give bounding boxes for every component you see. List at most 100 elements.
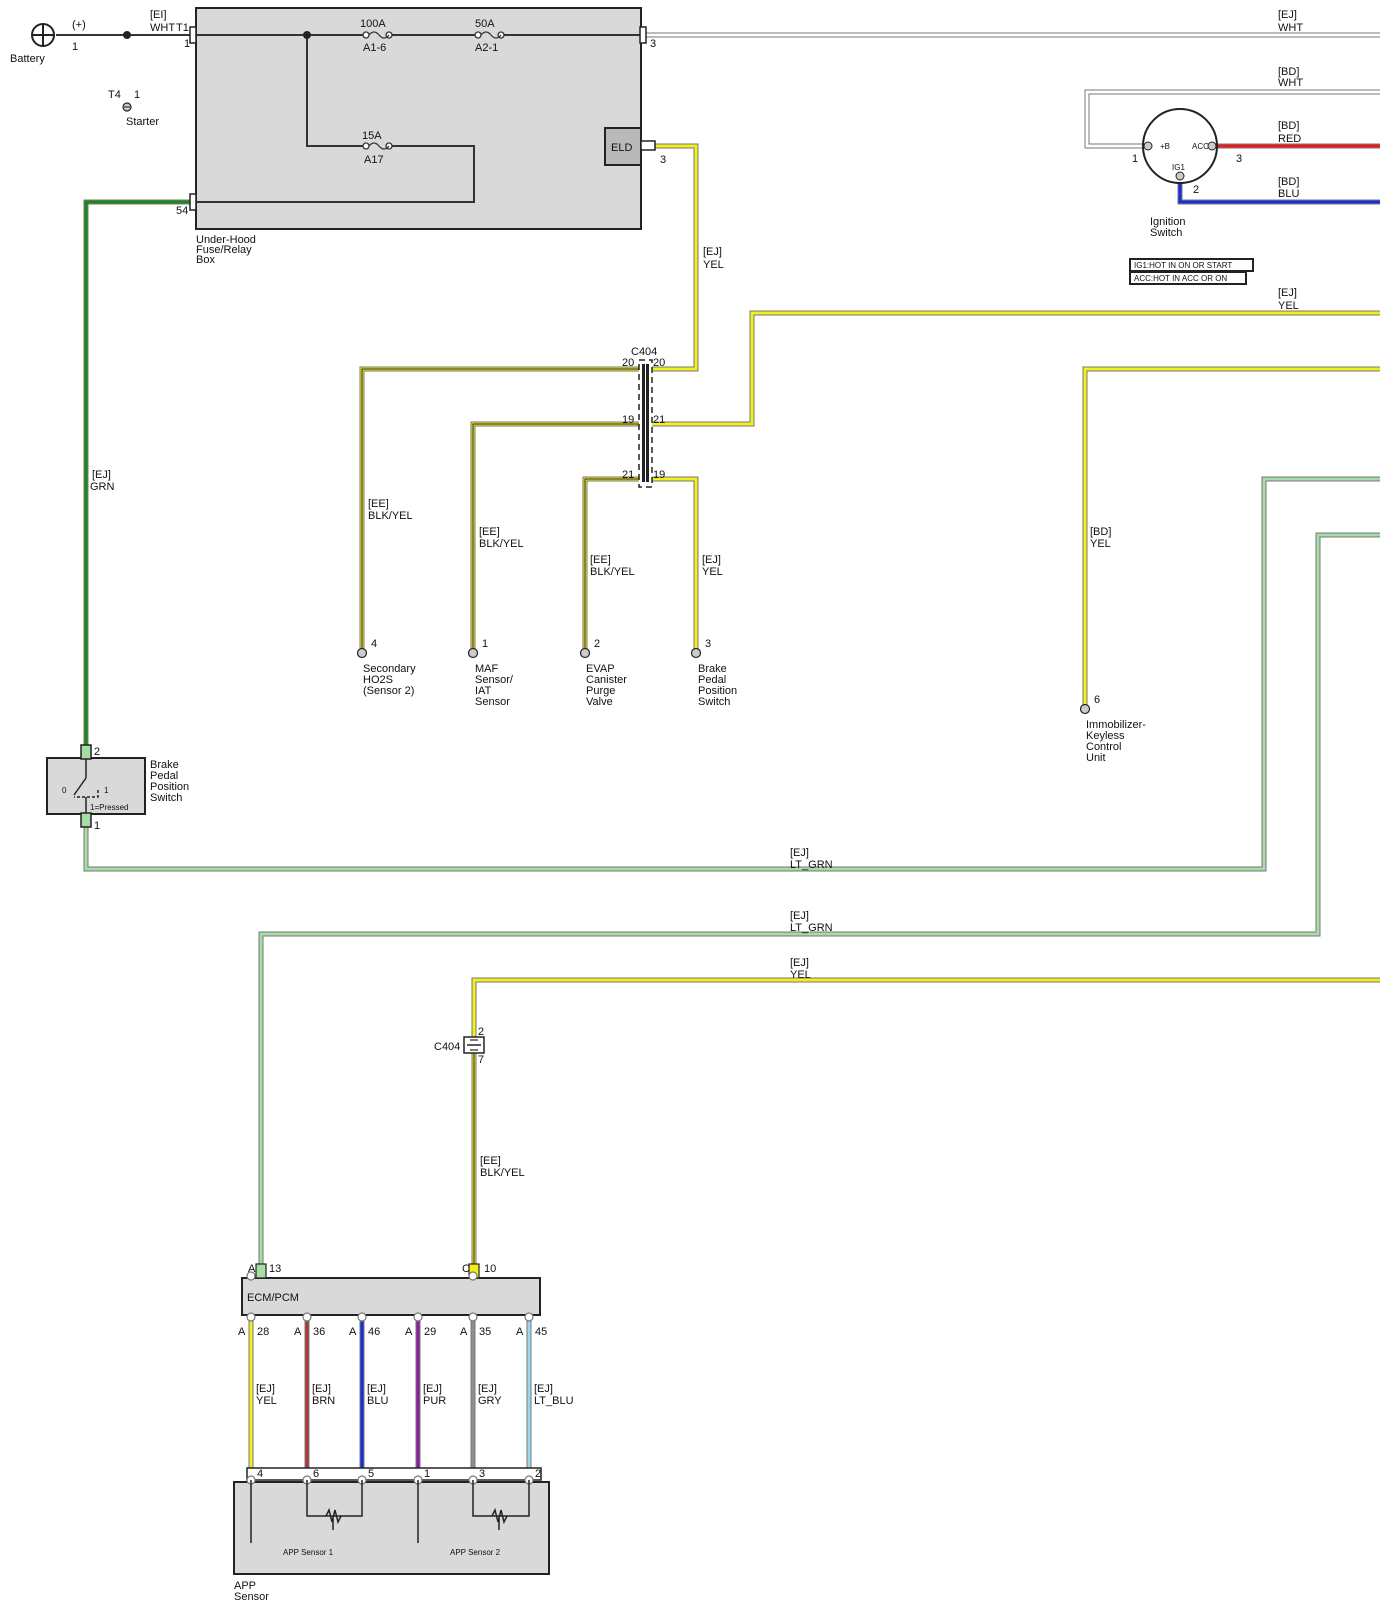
eld-label: ELD (611, 142, 632, 154)
maf-label-3: IAT (475, 685, 492, 697)
top-wht-code: [EJ] (1278, 9, 1297, 21)
app-connector-strip (246, 1467, 542, 1481)
battery-label: Battery (10, 53, 45, 65)
wire-yel-bottom (471, 977, 1380, 1037)
fuse2-name: A2-1 (475, 42, 498, 54)
app-pin-number: 5 (368, 1468, 374, 1480)
ho2s-pin: 4 (371, 638, 377, 650)
ign-term-ig1: IG1 (1172, 163, 1185, 172)
ign-term-acc: ACC (1192, 142, 1209, 151)
app-wire-label: [EJ] (423, 1383, 442, 1395)
evap-label-1: EVAP (586, 663, 615, 675)
ecm-bottom-pin-circles (246, 1271, 534, 1322)
wire-evap (582, 476, 639, 649)
ign-title-1: Ignition (1150, 216, 1185, 228)
ho2s-label-1: Secondary (363, 663, 416, 675)
app-pin-circles (246, 1475, 534, 1485)
app-wire-label: LT_BLU (534, 1395, 574, 1407)
evap-wire-code: [EE] (590, 554, 611, 566)
wire-bpp (652, 476, 699, 649)
ho2s-wire-code: [EE] (368, 498, 389, 510)
ecm-bottom-pin: 36 (313, 1326, 325, 1338)
ho2s-wire-color: BLK/YEL (368, 510, 413, 522)
evap-label-2: Canister (586, 674, 627, 686)
brake-switch-pin-top: 2 (94, 746, 100, 758)
brake-switch-icon (73, 744, 99, 828)
ho2s-label-2: HO2S (363, 674, 393, 686)
app-pin-number: 4 (257, 1468, 263, 1480)
battery-polarity: (+) (72, 19, 86, 31)
ecm-blkyel-code: [EE] (480, 1155, 501, 1167)
wire-grn (83, 199, 190, 745)
wire-immo (1082, 366, 1380, 705)
yel-bottom-color: YEL (790, 969, 811, 981)
c404-pin-tr: 20 (653, 357, 665, 369)
top-yel-code: [EJ] (1278, 287, 1297, 299)
wire-ltgrn1 (83, 476, 1380, 872)
bpp-wire-code: [EJ] (702, 554, 721, 566)
app-sensor2-label: APP Sensor 2 (450, 1548, 501, 1557)
app-label-2: Sensor (234, 1591, 269, 1603)
starter-terminal (122, 102, 132, 112)
fuse-symbols (362, 31, 505, 150)
eld-yel-code: [EJ] (703, 246, 722, 258)
ltgrn2-code: [EJ] (790, 910, 809, 922)
splice-dot (303, 31, 311, 39)
ecm-bottom-conn: A (405, 1326, 413, 1338)
wire-ign-blu (1177, 180, 1380, 205)
app-wire-label: [EJ] (534, 1383, 553, 1395)
acc-note-box (1129, 271, 1247, 285)
c404-pin-br: 19 (653, 469, 665, 481)
ign-red-code: [BD] (1278, 120, 1299, 132)
ecm-bottom-pin: 45 (535, 1326, 547, 1338)
app-label-1: APP (234, 1580, 256, 1592)
ign-pin-3: 3 (1236, 153, 1242, 165)
maf-label-1: MAF (475, 663, 499, 675)
c404-connector (638, 359, 653, 488)
ecm-bottom-conn: A (460, 1326, 468, 1338)
evap-wire-color: BLK/YEL (590, 566, 635, 578)
immo-label-3: Control (1086, 741, 1121, 753)
app-sensor-box (233, 1481, 550, 1575)
top-yel-color: YEL (1278, 300, 1299, 312)
ecm-pcm-box (241, 1277, 541, 1316)
ign-red-color: RED (1278, 133, 1301, 145)
maf-wire-code: [EE] (479, 526, 500, 538)
app-wire-label: BLU (367, 1395, 388, 1407)
battery-icon (31, 23, 55, 47)
c404-lower-connector (463, 1036, 485, 1054)
fuse1-rating: 100A (360, 18, 386, 30)
immo-label-2: Keyless (1086, 730, 1125, 742)
fuse-out-pin: 3 (650, 38, 656, 50)
eld-block (604, 127, 642, 166)
ecm-label: ECM/PCM (247, 1292, 299, 1304)
ign-term-b: +B (1160, 142, 1170, 151)
fuse-in-wire-color: WHT (150, 22, 175, 34)
fuse3-name: A17 (364, 154, 384, 166)
fuse-box-title-1: Under-Hood (196, 234, 256, 246)
app-wire-label: [EJ] (478, 1383, 497, 1395)
ecm-top-c-conn: C (462, 1263, 470, 1275)
yel-bottom-code: [EJ] (790, 957, 809, 969)
app-sensor1-label: APP Sensor 1 (283, 1548, 334, 1557)
maf-label-2: Sensor/ (475, 674, 514, 686)
c404-name: C404 (631, 346, 657, 358)
immo-wire-color: YEL (1090, 538, 1111, 550)
brake-switch-pressed: 1=Pressed (90, 803, 128, 812)
fuse1-name: A1-6 (363, 42, 386, 54)
bpp-label-1: Brake (698, 663, 727, 675)
c404-lower-pin-top: 2 (478, 1026, 484, 1038)
app-internal-circuit (250, 1480, 530, 1543)
eld-pin: 3 (660, 154, 666, 166)
brake-switch-box (46, 757, 146, 815)
ecm-bottom-conn: A (294, 1326, 302, 1338)
ecm-bottom-conn: A (516, 1326, 524, 1338)
bpp-pin: 3 (705, 638, 711, 650)
ho2s-label-3: (Sensor 2) (363, 685, 414, 697)
app-pin-number: 1 (424, 1468, 430, 1480)
maf-pin: 1 (482, 638, 488, 650)
fuse-relay-box (195, 7, 642, 230)
ign-pin-2: 2 (1193, 184, 1199, 196)
fuse-box-internal (56, 34, 642, 203)
